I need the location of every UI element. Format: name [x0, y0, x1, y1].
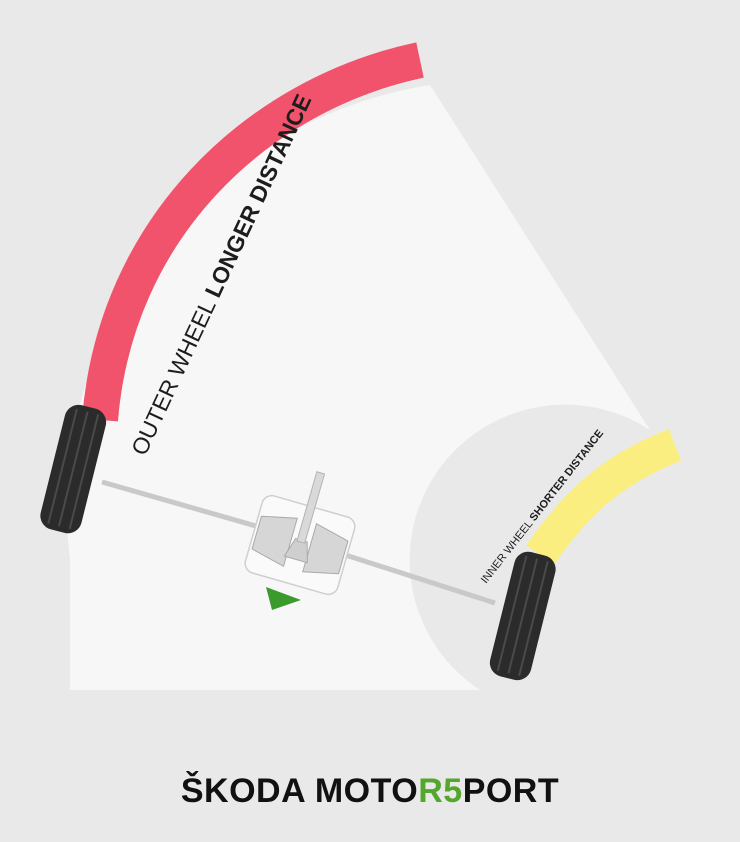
drive-shaft	[296, 471, 326, 544]
right-bevel-gear	[302, 522, 349, 575]
brand-part-4: PORT	[462, 772, 560, 810]
right-half-shaft	[329, 547, 496, 606]
turn-sector	[67, 85, 650, 690]
axle	[101, 479, 496, 606]
outer-wheel-track	[82, 42, 424, 422]
brand-part-3: 5	[443, 772, 463, 810]
direction-arrow-icon	[266, 587, 301, 610]
left-half-shaft	[101, 479, 271, 533]
brand-part-1: ŠKODA MOTO	[180, 772, 419, 810]
inner-tyre	[489, 551, 556, 681]
inner-wheel-track	[526, 429, 682, 565]
differential	[244, 471, 356, 596]
brand-logo: ŠKODA MOTOR5PORT	[0, 772, 740, 811]
pinion-gear	[283, 537, 308, 564]
brand-part-2: R	[418, 772, 444, 810]
outer-tyre	[40, 404, 107, 534]
